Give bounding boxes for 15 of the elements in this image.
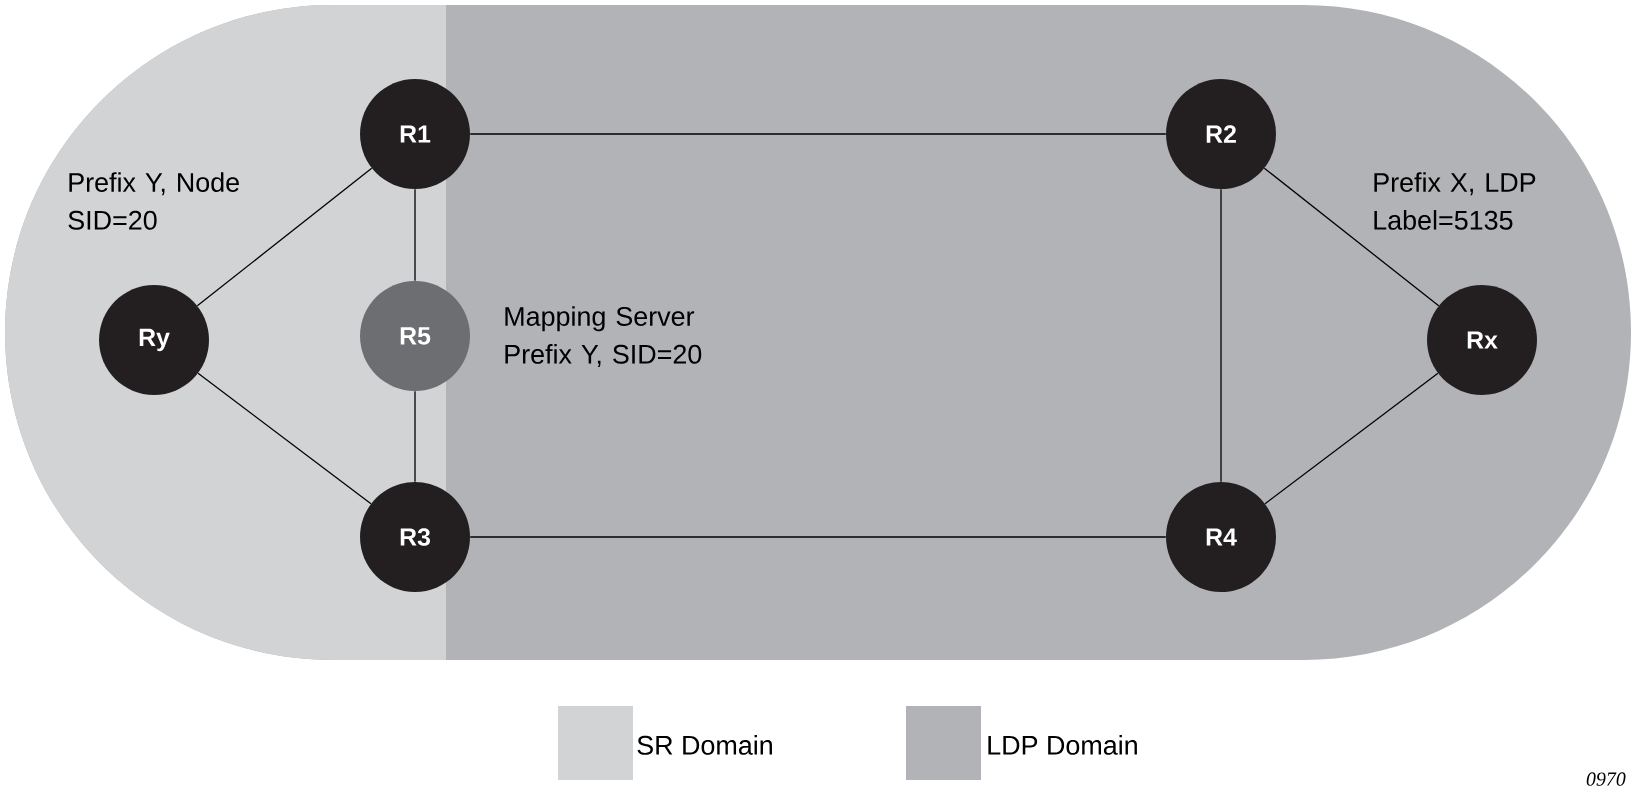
node-annotation: Mapping Server Prefix Y, SID=20	[505, 306, 702, 367]
link-line	[414, 188, 416, 282]
link-line	[1263, 167, 1440, 307]
link-line	[197, 372, 372, 505]
legend-label: LDP Domain	[988, 735, 1137, 755]
legend-label: SR Domain	[637, 735, 772, 755]
link-line	[469, 536, 1167, 538]
link-line	[469, 133, 1167, 135]
link-line	[196, 167, 373, 307]
link-line	[414, 390, 416, 483]
node-annotation: Prefix X, LDP Label=5135	[1374, 172, 1536, 230]
link-line	[1220, 188, 1222, 483]
link-line	[1264, 372, 1439, 505]
node-annotation: Prefix Y, Node SID=20	[68, 172, 239, 230]
figure-number: 0970	[1586, 772, 1626, 786]
